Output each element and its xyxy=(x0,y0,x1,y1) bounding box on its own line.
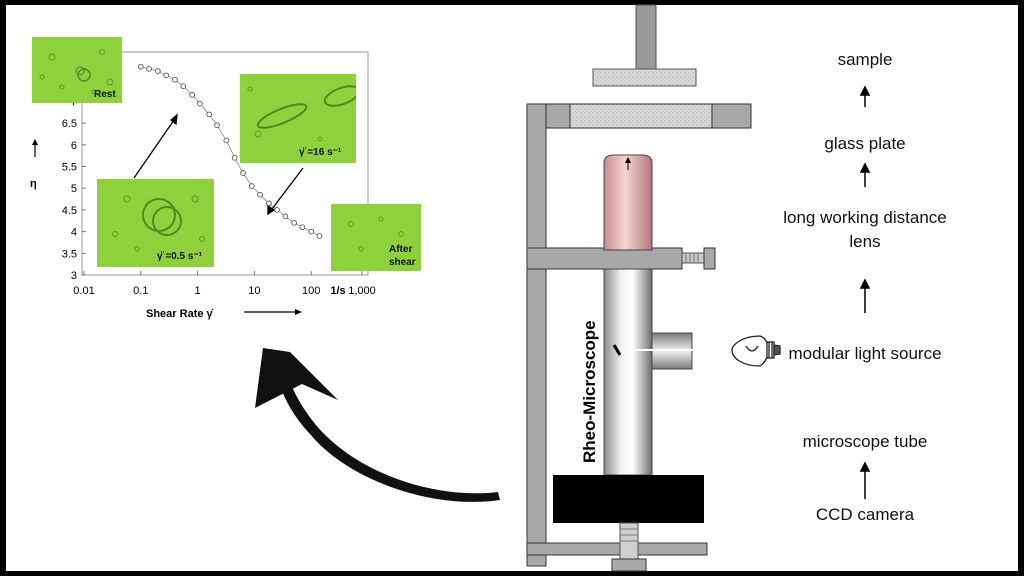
data-point xyxy=(163,72,170,79)
x-tick-label: 1/s xyxy=(330,285,345,297)
data-point xyxy=(248,183,255,189)
data-point xyxy=(266,200,272,207)
data-point xyxy=(137,63,144,70)
y-axis-label-group: η xyxy=(30,139,38,190)
x-axis-label: Shear Rate γ̇ xyxy=(146,308,214,320)
photo-rest xyxy=(32,37,122,103)
microscope-tube xyxy=(603,268,653,476)
series-line xyxy=(140,66,320,237)
glass-plate xyxy=(569,103,713,129)
callout-arrows xyxy=(133,113,304,216)
light-bulb-icon xyxy=(731,335,781,367)
photo-label-low-rate: γ̈ =0.5 s⁻¹ xyxy=(157,251,203,262)
y-tick-label: 5.5 xyxy=(62,162,77,174)
data-point xyxy=(240,170,246,176)
objective-lens xyxy=(603,154,653,251)
data-point xyxy=(223,137,230,144)
frame-vertical-post xyxy=(526,103,547,567)
data-point xyxy=(282,213,289,220)
sample-block xyxy=(592,68,697,87)
x-tick-label: 100 xyxy=(302,285,320,297)
data-point xyxy=(308,228,315,235)
data-point xyxy=(316,233,323,239)
step-long-working-distance-lens: long working distance lens xyxy=(783,208,947,251)
x-tick-label: 1,000 xyxy=(348,285,376,297)
step-modular-light-source: modular light source xyxy=(788,344,942,363)
data-point xyxy=(146,65,152,72)
data-point xyxy=(257,191,263,198)
y-tick-label: 6 xyxy=(71,140,77,152)
bottom-foot xyxy=(611,558,647,572)
adjust-knob xyxy=(703,247,716,270)
step-glass-plate: glass plate xyxy=(824,134,906,153)
y-tick-label: 3.5 xyxy=(62,248,77,260)
photo-low-shear xyxy=(97,179,214,267)
x-tick-label: 0.1 xyxy=(133,285,148,297)
y-tick-label: 5 xyxy=(71,183,77,195)
photo-after-shear xyxy=(331,204,421,271)
frame-bottom-bar xyxy=(526,542,708,556)
x-tick-label: 1 xyxy=(195,285,201,297)
x-tick-label: 10 xyxy=(248,285,260,297)
photo-label-after-line2: shear xyxy=(389,257,416,268)
photo-high-shear xyxy=(240,74,356,163)
x-tick-label: 0.01 xyxy=(73,285,94,297)
data-point xyxy=(180,83,187,90)
step-ccd-camera: CCD camera xyxy=(815,505,915,524)
ccd-camera-body xyxy=(553,475,704,523)
y-axis-label: η xyxy=(30,178,37,190)
data-point xyxy=(197,100,203,107)
photo-label-after-line1: After xyxy=(389,244,413,255)
y-tick-label: 4.5 xyxy=(62,205,77,217)
step-microscope-tube: microscope tube xyxy=(802,432,928,451)
photo-label-rest: Rest xyxy=(94,89,116,100)
data-point xyxy=(206,111,213,118)
photo-label-high-rate: γ̈ =16 s⁻¹ xyxy=(299,147,342,158)
plot-frame xyxy=(81,51,369,276)
data-point xyxy=(172,76,178,83)
data-point xyxy=(214,122,220,129)
apparatus-vertical-label: Rheo-Microscope xyxy=(580,320,599,463)
y-tick-label: 3 xyxy=(71,270,77,282)
x-axis-arrow xyxy=(244,309,302,315)
data-point xyxy=(299,224,306,231)
y-tick-label: 6.5 xyxy=(62,118,77,130)
step-sample: sample xyxy=(837,50,893,69)
data-point xyxy=(231,154,238,161)
data-point xyxy=(155,68,161,74)
y-tick-label: 4 xyxy=(71,227,77,239)
data-point xyxy=(291,220,297,226)
data-point xyxy=(189,92,195,98)
